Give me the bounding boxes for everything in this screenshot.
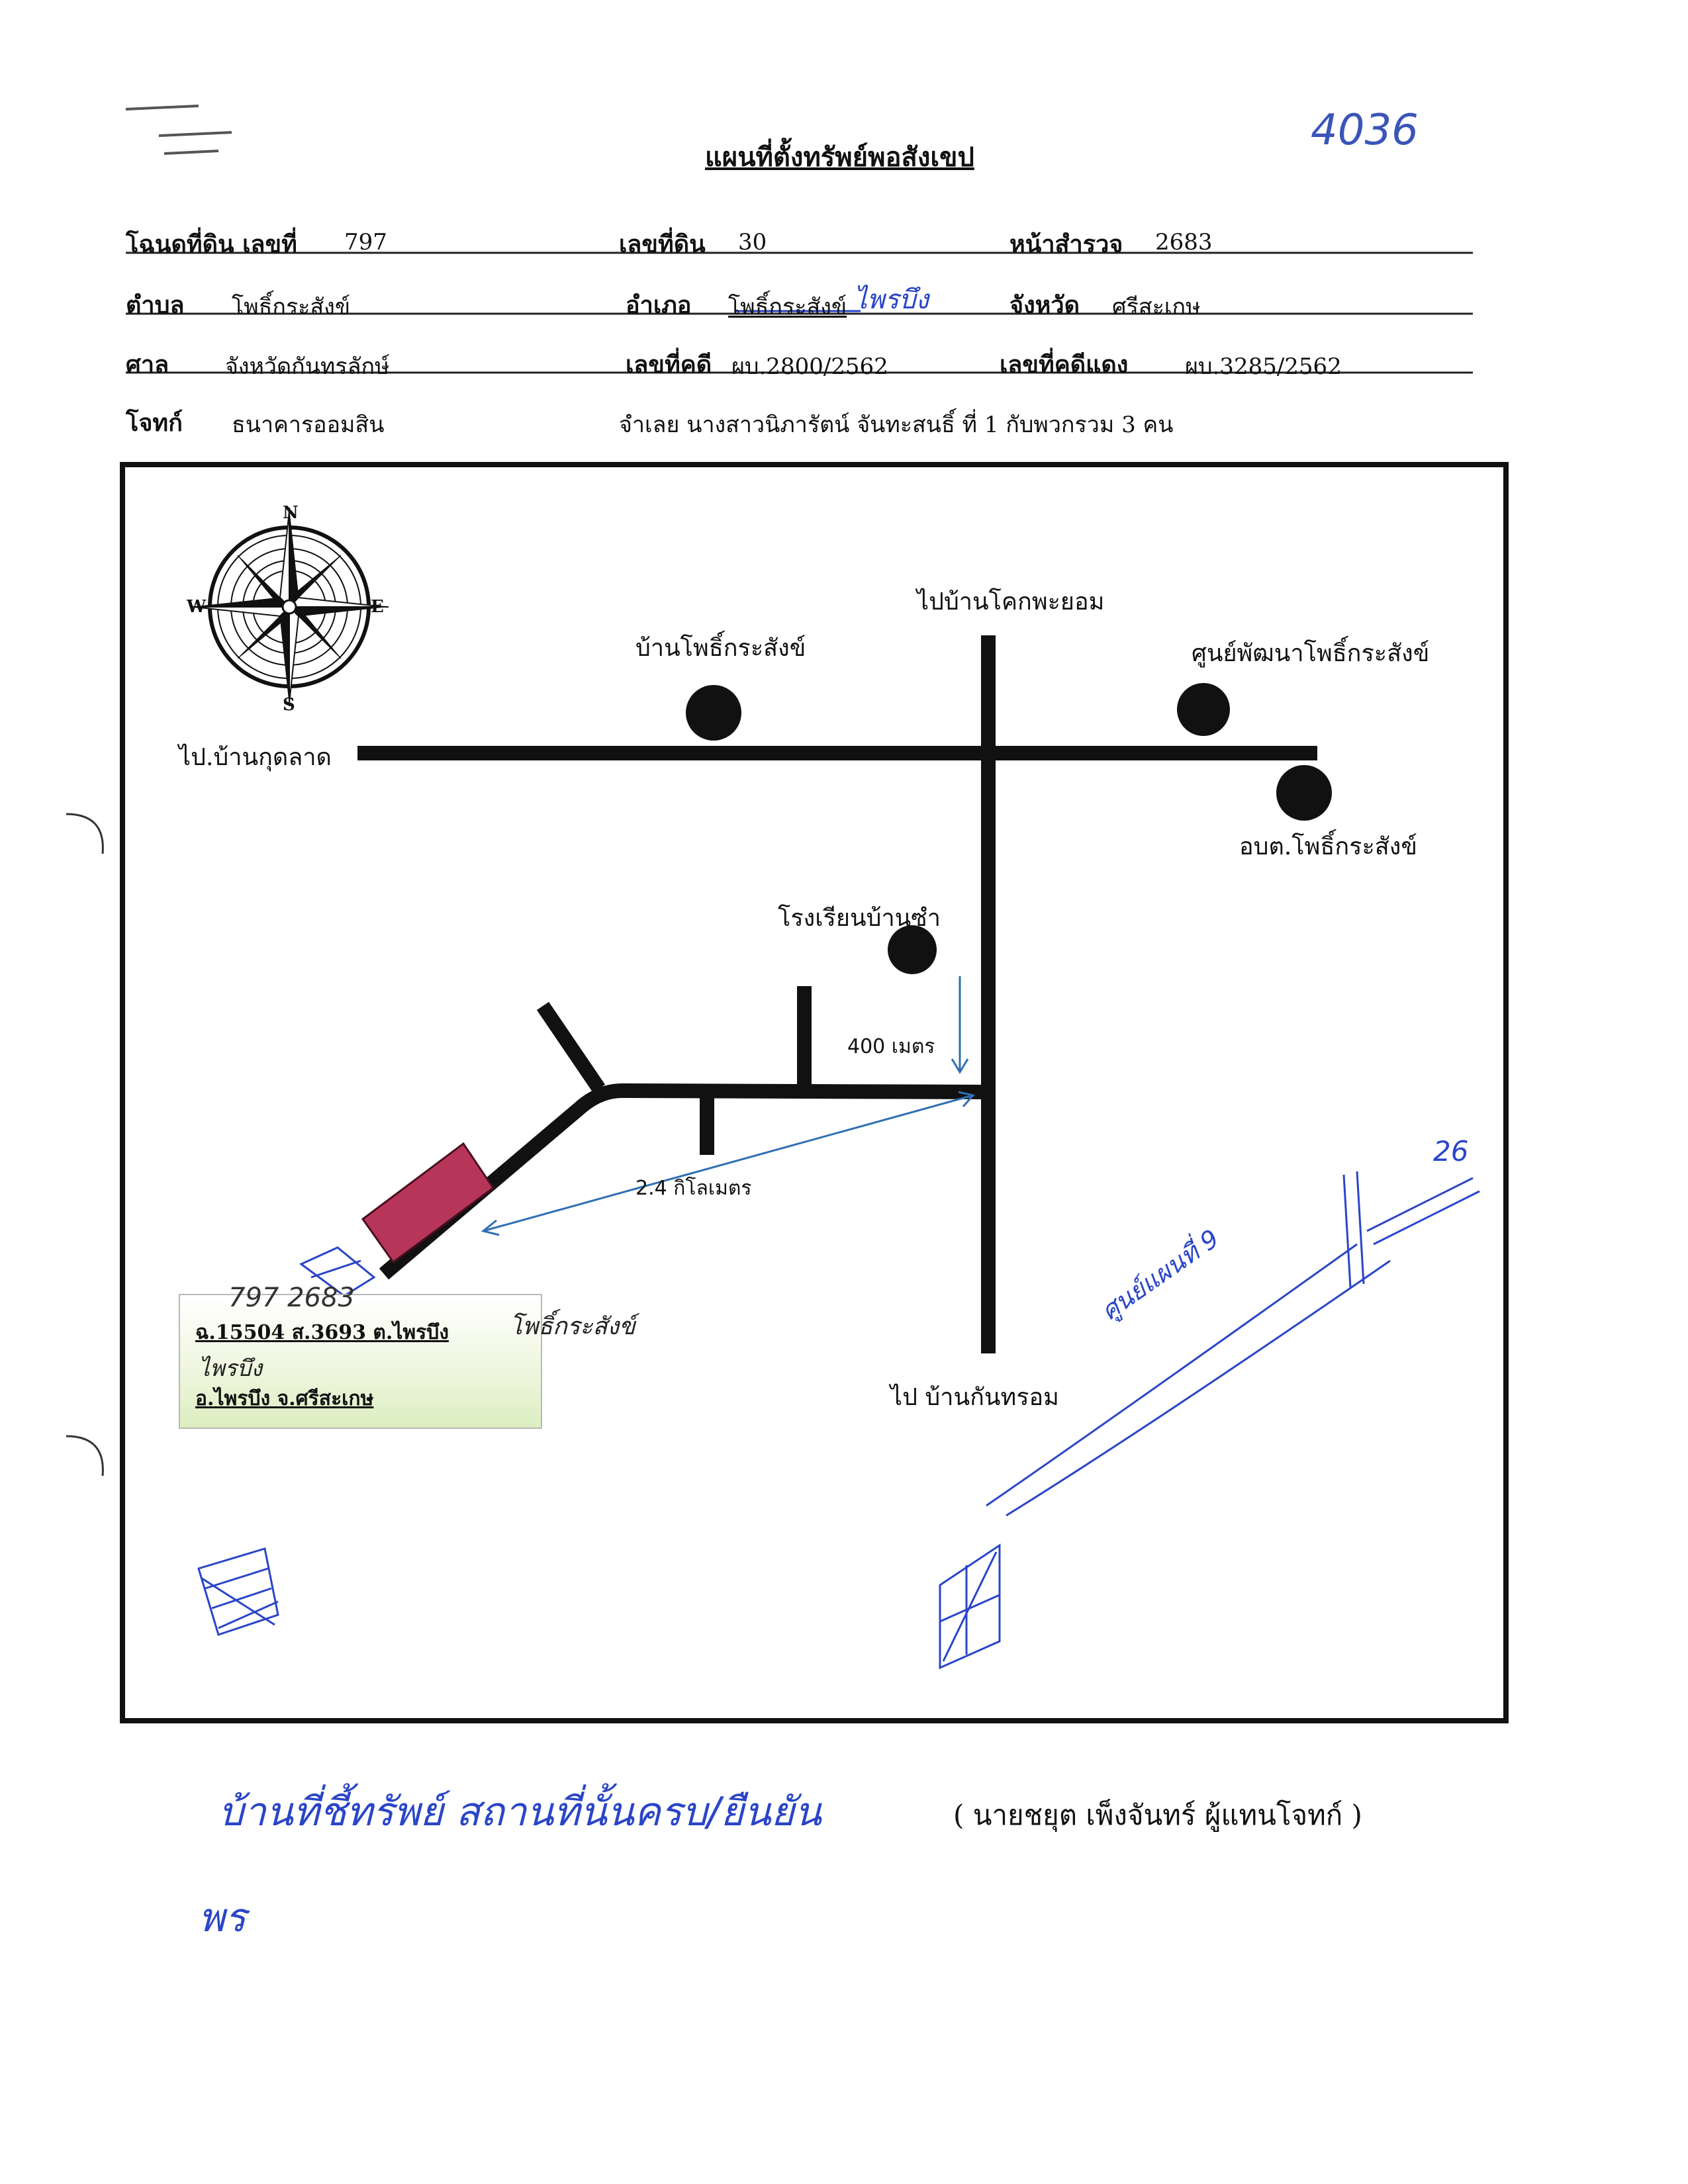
landmark-school <box>888 925 937 974</box>
case-no-value: ผบ.2800/2562 <box>731 353 888 380</box>
compass-s: S <box>283 695 295 715</box>
plaintiff-label: โจทก์ <box>126 409 183 437</box>
pen-scribble-left <box>197 1547 279 1636</box>
subdistrict-value: โพธิ์กระสังข์ <box>232 294 351 320</box>
footer-handwritten-note: บ้านที่ชี้ทรัพย์ สถานที่นั้นครบ/ยืนยัน <box>218 1789 821 1835</box>
deed-label: โฉนดที่ดิน เลขที่ <box>126 230 297 258</box>
footer-handwritten-initials: พร <box>199 1895 246 1941</box>
handwritten-marks <box>195 310 1480 1670</box>
property-parcel <box>361 1142 495 1264</box>
pen-grid-sketch <box>939 1543 1001 1670</box>
road-branch-north-west <box>536 1001 606 1093</box>
label-ban-pho-krasang: บ้านโพธิ์กระสังข์ <box>635 635 806 662</box>
landmark-sao <box>1276 765 1332 821</box>
subdistrict-label: ตำบล <box>126 291 185 319</box>
location-box <box>179 1294 542 1429</box>
district-handwritten-correction: ไพรบึง <box>854 285 929 315</box>
page-title: แผนที่ตั้งทรัพย์พอสังเขป <box>705 142 974 173</box>
roads <box>357 635 1317 1353</box>
handwritten-scale-number: 26 <box>1433 1135 1469 1167</box>
handwritten-page-number: 4036 <box>1311 106 1419 155</box>
label-to-kanthrom: ไป บ้านกันทรอม <box>890 1384 1059 1411</box>
landmark-development-center <box>1177 683 1230 736</box>
landmark-ban-pho-krasang <box>686 685 741 741</box>
label-development-center: ศูนย์พัฒนาโพธิ์กระสังข์ <box>1192 640 1430 667</box>
binder-hole-bottom <box>66 1435 104 1477</box>
survey-number: 2683 <box>1155 229 1213 255</box>
compass-e: E <box>371 597 384 617</box>
binder-hole-top <box>66 813 104 854</box>
district-label: อำเภอ <box>626 291 692 319</box>
province-label: จังหวัด <box>1009 291 1080 319</box>
compass-rose-icon <box>190 508 389 706</box>
survey-label: หน้าสำรวจ <box>1009 230 1123 258</box>
distance-arrow-2-4km <box>481 1091 975 1236</box>
road-to-property <box>379 1083 982 1280</box>
label-school: โรงเรียนบ้านซำ <box>778 905 941 932</box>
plaintiff-value: ธนาคารออมสิน <box>232 412 385 438</box>
locbox-line-2: อ.ไพรบึง จ.ศรีสะเกษ <box>195 1387 374 1410</box>
pen-scale-line <box>986 1243 1358 1507</box>
label-to-kok-phayom: ไปบ้านโคกพะยอม <box>917 588 1105 615</box>
label-sao: อบต.โพธิ์กระสังข์ <box>1239 833 1417 860</box>
deed-number: 797 <box>344 229 387 255</box>
locbox-handwritten-top: 797 2683 <box>228 1283 355 1313</box>
land-no-label: เลขที่ดิน <box>619 230 706 258</box>
pen-flag-near-property <box>299 1246 376 1297</box>
defendant-line: จำเลย นางสาวนิภารัตน์ จันทะสนธิ์ ที่ 1 ก… <box>619 412 1174 438</box>
locbox-handwritten-correction-2: ไพรบึง <box>199 1355 262 1382</box>
distance-arrow-400m <box>951 976 969 1074</box>
red-case-label: เลขที่คดีแดง <box>1000 351 1129 379</box>
label-to-kut-lat: ไป.บ้านกุดลาด <box>179 744 332 771</box>
locbox-line-1: ฉ.15504 ส.3693 ต.ไพรบึง <box>195 1321 449 1344</box>
court-value: จังหวัดกันทรลักษ์ <box>225 353 390 380</box>
red-case-value: ผบ.3285/2562 <box>1185 353 1342 380</box>
locbox-handwritten-correction-1: โพธิ์กระสังข์ <box>510 1313 635 1340</box>
district-value: โพธิ์กระสังข์ <box>728 294 847 320</box>
distance-label-400m: 400 เมตร <box>847 1035 935 1058</box>
compass-n: N <box>283 503 299 523</box>
signer-line: ( นายชยุต เพ็งจันทร์ ผู้แทนโจทก์ ) <box>953 1799 1362 1831</box>
top-left-mark <box>125 105 232 155</box>
map-frame <box>120 462 1509 1723</box>
case-no-label: เลขที่คดี <box>626 351 712 379</box>
compass-w: W <box>187 597 207 617</box>
court-label: ศาล <box>126 351 169 379</box>
land-number: 30 <box>738 229 767 255</box>
distance-label-2-4km: 2.4 กิโลเมตร <box>635 1177 752 1200</box>
province-value: ศรีสะเกษ <box>1112 294 1201 320</box>
